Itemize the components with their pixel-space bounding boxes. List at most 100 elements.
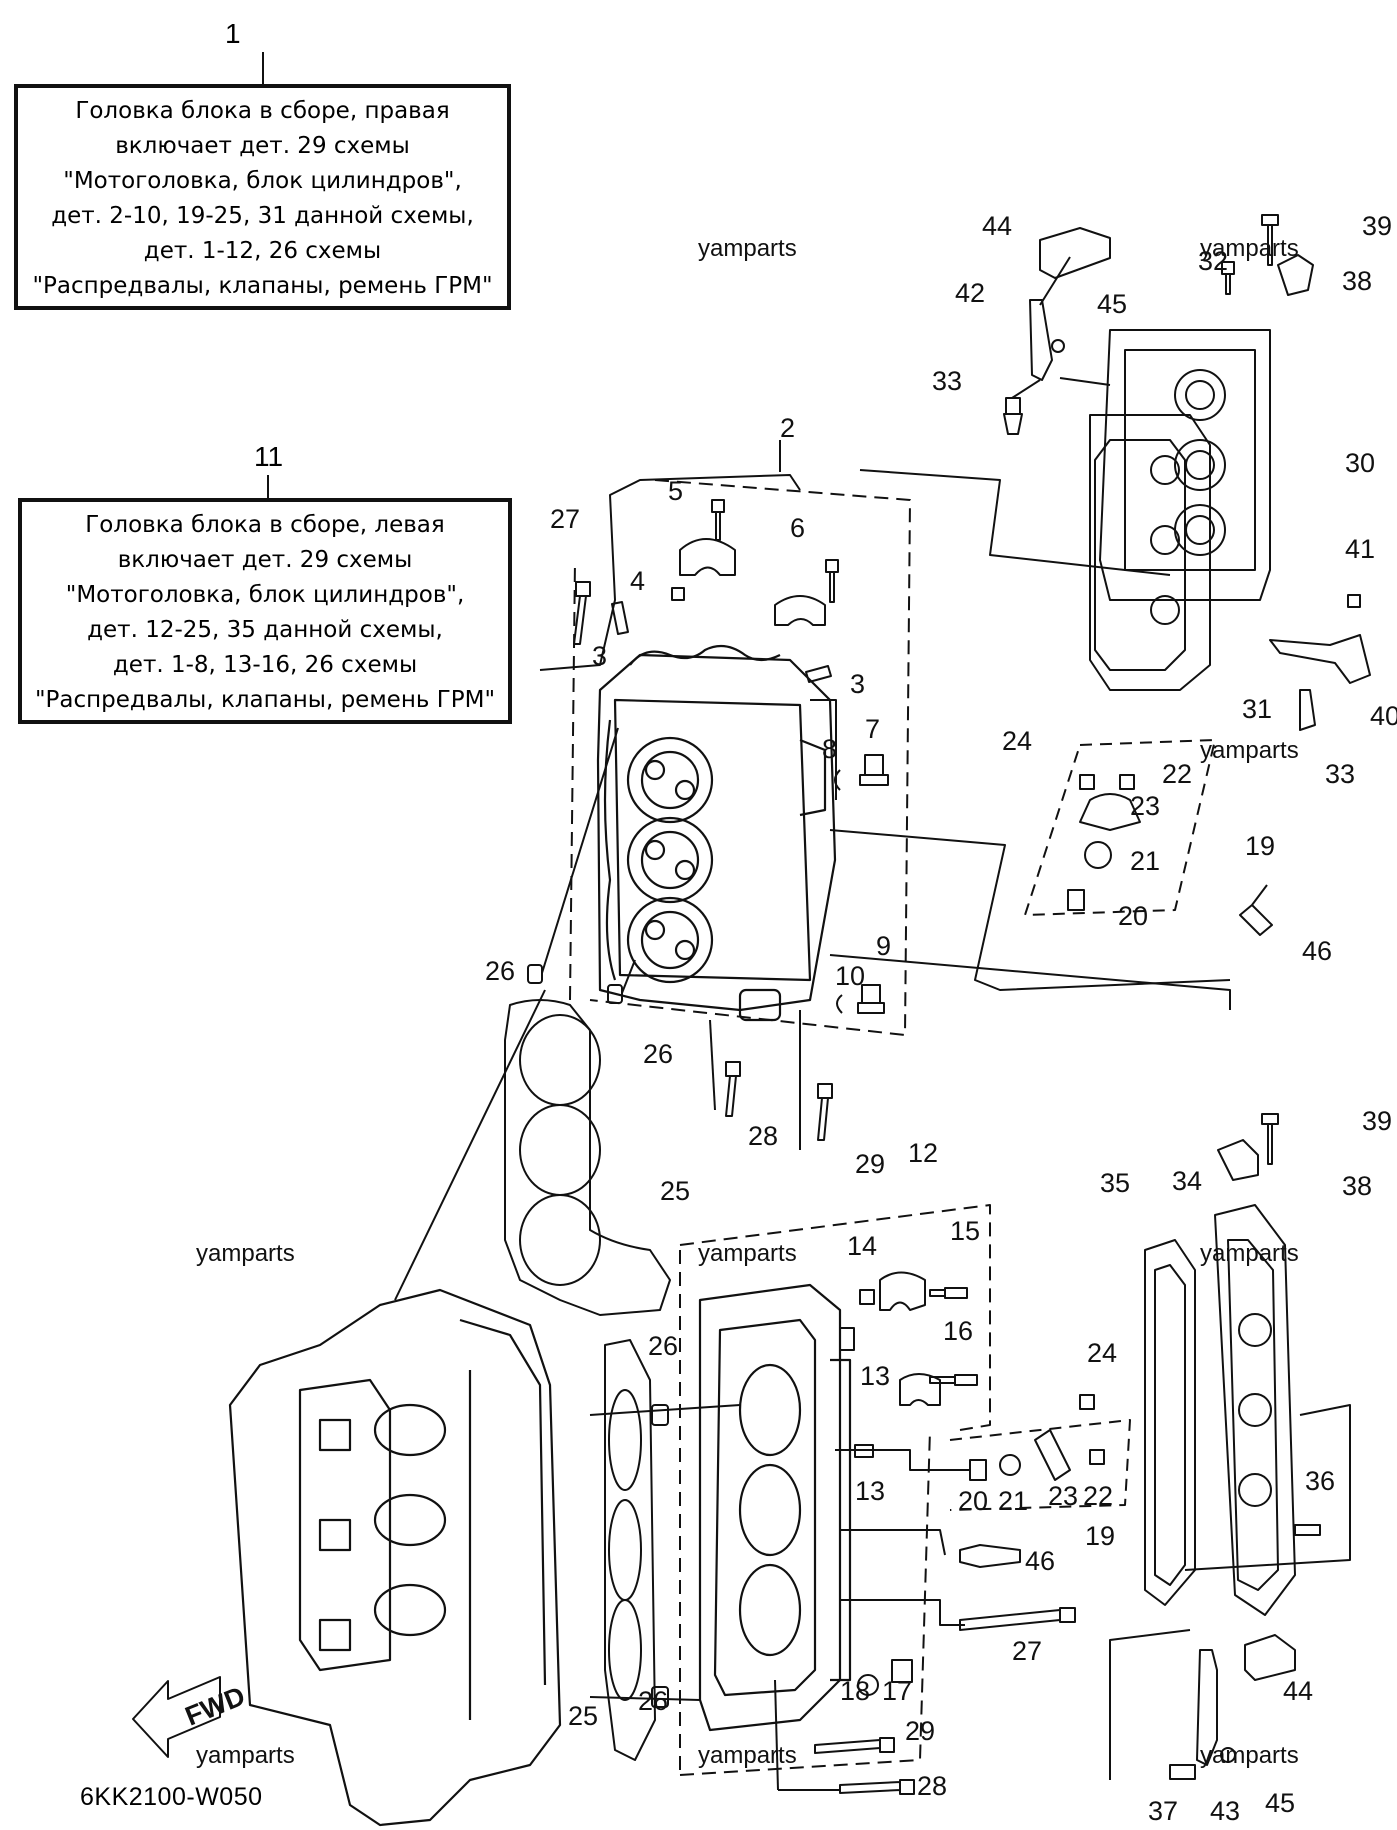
part-label: 30 — [1345, 448, 1375, 478]
thermostat-group-lower — [949, 1419, 1131, 1511]
part-label: 39 — [1362, 1106, 1392, 1136]
part-label: 42 — [955, 278, 985, 308]
part-label: 32 — [1198, 246, 1228, 276]
part-label: 29 — [855, 1149, 885, 1179]
part-label: 24 — [1002, 726, 1032, 756]
part-label: 39 — [1362, 211, 1392, 241]
part-label: 36 — [1305, 1466, 1335, 1496]
part-label: 43 — [1210, 1796, 1240, 1826]
callout-11-line: включает дет. 29 схемы — [117, 547, 413, 573]
part-label: 46 — [1025, 1546, 1055, 1576]
part-label: 15 — [950, 1216, 980, 1246]
part-label: 18 — [840, 1676, 870, 1706]
part-label: 33 — [1325, 759, 1355, 789]
part-label: 8 — [822, 734, 837, 764]
part-label: 25 — [568, 1701, 598, 1731]
callout-11-line: "Распредвалы, клапаны, ремень ГРМ" — [34, 687, 496, 713]
part-label: 5 — [668, 476, 683, 506]
part-label: 41 — [1345, 534, 1375, 564]
part-label: 38 — [1342, 266, 1372, 296]
head-gasket-lower — [604, 1339, 656, 1761]
callout-1-line: дет. 2-10, 19-25, 31 данной схемы, — [51, 203, 474, 229]
part-label: 27 — [550, 504, 580, 534]
part-label: 10 — [835, 961, 865, 991]
part-label: 19 — [1085, 1521, 1115, 1551]
part-label: 13 — [860, 1361, 890, 1391]
part-label: 13 — [855, 1476, 885, 1506]
engine-block — [228, 1288, 562, 1827]
callout-11-line: Головка блока в сборе, левая — [85, 512, 445, 538]
part-label: 40 — [1370, 701, 1397, 731]
part-label: 3 — [850, 669, 865, 699]
part-label: 33 — [932, 366, 962, 396]
part-label: 16 — [943, 1316, 973, 1346]
watermark: yamparts — [196, 1742, 295, 1769]
callout-1-line: "Мотоголовка, блок цилиндров", — [63, 168, 462, 194]
part-label: 26 — [485, 956, 515, 986]
part-label: 25 — [660, 1176, 690, 1206]
watermark: yamparts — [698, 1742, 797, 1769]
exhaust-cover-lower — [1144, 1204, 1296, 1616]
watermark: yamparts — [1200, 737, 1299, 764]
part-label: 44 — [1283, 1676, 1313, 1706]
callout-11-line: дет. 1-8, 13-16, 26 схемы — [112, 652, 418, 678]
part-label: 20 — [958, 1486, 988, 1516]
part-label: 31 — [1242, 694, 1272, 724]
watermark: yamparts — [698, 235, 797, 262]
part-label: 27 — [1012, 1636, 1042, 1666]
part-label: 20 — [1118, 901, 1148, 931]
diagram-code: 6KK2100-W050 — [80, 1783, 263, 1811]
part-label: 38 — [1342, 1171, 1372, 1201]
part-label: 14 — [847, 1231, 877, 1261]
part-label: 26 — [643, 1039, 673, 1069]
watermark: yamparts — [1200, 235, 1299, 262]
callout-1-box: Головка блока в сборе, правая включает д… — [14, 84, 511, 310]
callout-1-line: "Распредвалы, клапаны, ремень ГРМ" — [32, 273, 493, 299]
cylinder-head-left — [698, 1283, 852, 1732]
part-label: 9 — [876, 931, 891, 961]
part-label: 24 — [1087, 1338, 1117, 1368]
thermostat-group-upper — [1024, 739, 1216, 916]
part-label: 45 — [1265, 1788, 1295, 1818]
part-label: 26 — [638, 1686, 668, 1716]
part-label: 34 — [1172, 1166, 1202, 1196]
part-label: 21 — [998, 1486, 1028, 1516]
exhaust-cover-upper — [1099, 329, 1271, 601]
part-label: 12 — [908, 1138, 938, 1168]
part-label: 23 — [1048, 1481, 1078, 1511]
watermark: yamparts — [1200, 1742, 1299, 1769]
part-label: 44 — [982, 211, 1012, 241]
part-label: 4 — [630, 566, 645, 596]
watermark: yamparts — [698, 1240, 797, 1267]
callout-1-number: 1 — [225, 18, 241, 49]
callout-11-line: "Мотоголовка, блок цилиндров", — [65, 582, 465, 608]
part-label: 26 — [648, 1331, 678, 1361]
head-gasket-upper — [504, 999, 671, 1316]
part-label: 46 — [1302, 936, 1332, 966]
part-label: 23 — [1130, 791, 1160, 821]
part-label: 29 — [905, 1716, 935, 1746]
part-label: 3 — [592, 641, 607, 671]
part-label: 22 — [1083, 1481, 1113, 1511]
part-label: 7 — [865, 714, 880, 744]
watermark: yamparts — [196, 1240, 295, 1267]
part-label: 28 — [917, 1771, 947, 1801]
part-number-labels: 44 39 32 38 42 45 33 30 2 5 27 6 4 3 3 4… — [485, 211, 1397, 1826]
part-label: 22 — [1162, 759, 1192, 789]
callout-11-line: дет. 12-25, 35 данной схемы, — [87, 617, 443, 643]
part-label: 37 — [1148, 1796, 1178, 1826]
fwd-arrow — [132, 1676, 221, 1758]
callout-11-number: 11 — [254, 441, 284, 472]
callout-1-line: дет. 1-12, 26 схемы — [143, 238, 382, 264]
callout-1-line: включает дет. 29 схемы — [115, 133, 410, 159]
part-label: 17 — [882, 1676, 912, 1706]
part-label: 19 — [1245, 831, 1275, 861]
callout-11-box: Головка блока в сборе, левая включает де… — [18, 498, 512, 724]
callout-1-line: Головка блока в сборе, правая — [75, 98, 450, 124]
part-label: 2 — [780, 413, 795, 443]
cylinder-head-right-group — [569, 479, 911, 1036]
part-label: 28 — [748, 1121, 778, 1151]
part-label: 45 — [1097, 289, 1127, 319]
part-label: 6 — [790, 513, 805, 543]
